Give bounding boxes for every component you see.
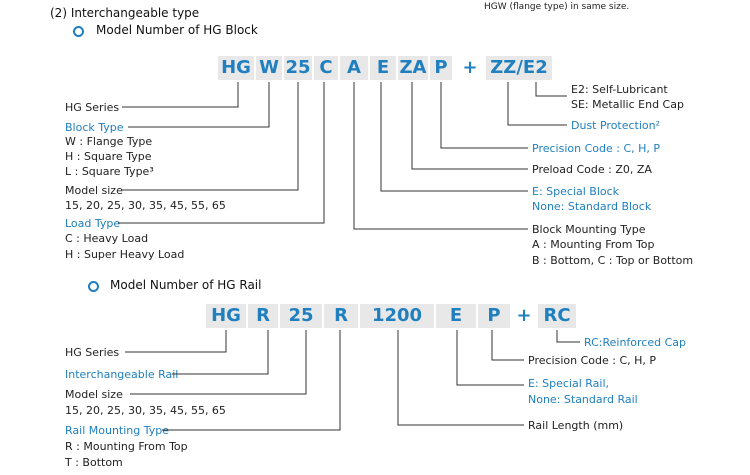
connector-block-load — [118, 82, 325, 224]
block-load-label: Load Type — [65, 217, 121, 230]
block-size-label: Model size — [65, 184, 123, 197]
block-load-c: C : Heavy Load — [65, 232, 149, 245]
connector-block-mounting — [353, 82, 528, 230]
block-type-w: W : Flange Type — [65, 135, 153, 148]
rail-code-special: E — [436, 304, 476, 328]
connector-rail-series — [125, 330, 227, 353]
rail-code-cap: RC — [538, 304, 576, 328]
connector-block-e2 — [535, 82, 567, 97]
block-code-precision: P — [430, 56, 452, 80]
block-mounting-label: Block Mounting Type — [532, 223, 646, 236]
rail-interchangeable-label: Interchangeable Rail — [65, 368, 179, 381]
rail-code-precision: P — [478, 304, 510, 328]
block-code-preload: ZA — [398, 56, 428, 80]
connector-rail-length — [397, 330, 524, 426]
block-se-label: SE: Metallic End Cap — [571, 98, 684, 111]
connector-rail-precision — [491, 330, 524, 361]
rail-precision-label: Precision Code : C, H, P — [528, 354, 657, 367]
rail-title: Model Number of HG Rail — [110, 278, 262, 292]
block-code-dust: ZZ/E2 — [486, 56, 552, 80]
block-title: Model Number of HG Block — [96, 23, 258, 37]
block-code-type: W — [256, 56, 282, 80]
block-code-load: C — [314, 56, 338, 80]
block-dust-label: Dust Protection² — [571, 119, 661, 132]
connector-block-preload — [411, 82, 528, 170]
rail-code-mounting: R — [324, 304, 358, 328]
connector-block-precision — [440, 82, 528, 149]
rail-code-type: R — [248, 304, 278, 328]
rail-standard-label: None: Standard Rail — [528, 393, 638, 406]
block-load-h: H : Super Heavy Load — [65, 248, 185, 261]
block-code-plus: + — [462, 57, 478, 78]
block-code-mounting: A — [340, 56, 368, 80]
block-special-label: E: Special Block — [532, 185, 620, 198]
block-mounting-bc: B : Bottom, C : Top or Bottom — [532, 254, 694, 267]
rail-mounting-label: Rail Mounting Type — [65, 424, 170, 437]
block-standard-label: None: Standard Block — [532, 200, 652, 213]
connector-rail-size — [130, 330, 307, 395]
connector-rail-rc — [556, 330, 580, 343]
block-mounting-a: A : Mounting From Top — [532, 238, 655, 251]
header-note: HGW (flange type) in same size. — [484, 2, 630, 12]
block-e2-label: E2: Self-Lubricant — [571, 83, 668, 96]
block-code-special: E — [370, 56, 396, 80]
rail-code-size: 25 — [280, 304, 322, 328]
connector-block-type — [128, 82, 270, 128]
rail-length-label: Rail Length (mm) — [528, 419, 624, 432]
rail-size-values: 15, 20, 25, 30, 35, 45, 55, 65 — [65, 404, 226, 417]
block-preload-label: Preload Code : Z0, ZA — [532, 163, 652, 176]
block-precision-label: Precision Code : C, H, P — [532, 142, 661, 155]
block-code-series: HG — [218, 56, 254, 80]
connector-block-size — [122, 82, 299, 191]
rail-size-label: Model size — [65, 388, 123, 401]
rail-special-label: E: Special Rail, — [528, 377, 610, 390]
block-type-h: H : Square Type — [65, 150, 152, 163]
bullet-circle-icon — [88, 281, 99, 292]
section-title: (2) Interchangeable type — [50, 6, 200, 20]
rail-code-length: 1200 — [360, 304, 434, 328]
rail-mounting-r: R : Mounting From Top — [65, 440, 188, 453]
rail-mounting-t: T : Bottom — [65, 456, 123, 469]
rail-code-series: HG — [206, 304, 246, 328]
connector-block-dust — [507, 82, 567, 126]
block-code-size: 25 — [284, 56, 312, 80]
block-type-l: L : Square Type³ — [65, 165, 154, 178]
connector-block-series — [122, 82, 239, 108]
block-size-values: 15, 20, 25, 30, 35, 45, 55, 65 — [65, 199, 226, 212]
bullet-circle-icon — [73, 26, 84, 37]
connector-block-special — [380, 82, 528, 192]
connector-rail-interchangeable — [172, 330, 269, 375]
block-series-label: HG Series — [65, 101, 120, 114]
connector-rail-special — [456, 330, 524, 386]
rail-code-plus: + — [516, 305, 532, 326]
rail-rc-label: RC:Reinforced Cap — [584, 336, 687, 349]
rail-series-label: HG Series — [65, 346, 120, 359]
connector-rail-mounting — [162, 330, 341, 431]
block-type-label: Block Type — [65, 121, 124, 134]
